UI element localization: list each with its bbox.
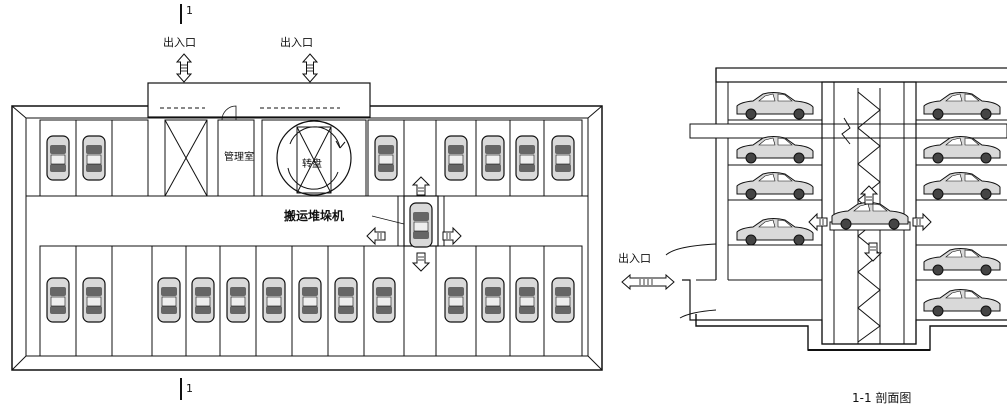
basement-pit	[682, 279, 1007, 345]
turntable-circle	[276, 120, 352, 196]
entrance-label-right: 出入口	[280, 35, 313, 49]
section-roof	[715, 67, 1007, 83]
plan-view: 1 1 出入口 出入口 管理室 转盘 搬运堆垛机	[11, 4, 603, 400]
office-label: 管理室	[224, 150, 254, 163]
section-floors	[728, 119, 1007, 281]
entrance-arrow-right-icon	[302, 53, 318, 83]
entrance-label-left: 出入口	[163, 35, 196, 49]
section-caption: 1-1 剖面图	[852, 391, 911, 405]
stacker-car	[409, 202, 433, 248]
section-mark-top: 1	[186, 4, 193, 17]
section-entrance-arrow-icon	[621, 274, 675, 290]
top-bays	[39, 119, 583, 197]
section-cars-left	[736, 92, 814, 246]
entrance-arrow-left-icon	[176, 53, 192, 83]
section-beam	[689, 123, 1007, 139]
entrance-ramp	[665, 243, 717, 256]
stacker-label: 搬运堆垛机	[284, 208, 344, 223]
entrance-block	[147, 82, 371, 118]
bottom-bays	[39, 245, 583, 357]
section-mark-bottom: 1	[186, 382, 193, 395]
lift-left-arrow-icon	[808, 213, 828, 231]
office-room	[217, 119, 255, 197]
section-view: 出入口 1-1 剖面图	[618, 67, 1007, 405]
turntable-label: 转盘	[302, 157, 322, 170]
lift-down-arrow-icon	[864, 242, 882, 262]
section-entrance-label: 出入口	[618, 251, 651, 265]
